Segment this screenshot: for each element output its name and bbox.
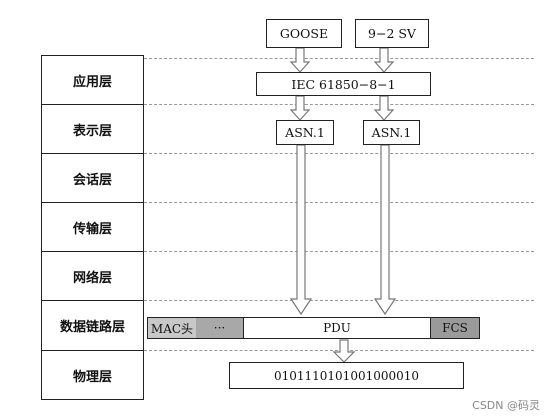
layer-data-link: 数据链路层	[42, 301, 143, 351]
layer-presentation: 表示层	[42, 105, 143, 154]
arrow-asn-left-to-pdu	[289, 144, 313, 316]
bit-stream-box: 0101110101001000010	[229, 362, 464, 389]
ellipsis-segment: ···	[196, 317, 243, 339]
dashed-separator	[144, 104, 534, 105]
arrow-iec-to-asn-right	[373, 95, 395, 121]
arrow-pdu-to-bits	[332, 339, 356, 363]
asn1-left-box: ASN.1	[276, 120, 334, 145]
dashed-separator	[144, 300, 534, 301]
watermark: CSDN @码灵	[472, 399, 540, 412]
mac-header-segment: MAC头	[147, 317, 197, 339]
layer-network: 网络层	[42, 252, 143, 301]
dashed-separator	[144, 251, 534, 252]
pdu-segment: PDU	[243, 317, 431, 339]
dashed-separator	[144, 202, 534, 203]
layer-session: 会话层	[42, 154, 143, 203]
layer-physical: 物理层	[72, 369, 112, 385]
arrow-iec-to-asn-left	[289, 95, 311, 121]
dashed-separator	[144, 350, 534, 351]
arrow-goose-to-iec	[289, 47, 311, 73]
dashed-separator	[144, 153, 534, 154]
iec-61850-box: IEC 61850−8−1	[256, 72, 431, 96]
sv-box: 9−2 SV	[355, 19, 429, 48]
layer-application: 应用层	[42, 56, 143, 105]
arrow-asn-right-to-pdu	[373, 144, 397, 316]
dashed-separator	[144, 58, 534, 59]
fcs-segment: FCS	[430, 317, 480, 339]
layer-transport: 传输层	[42, 203, 143, 252]
goose-box: GOOSE	[266, 19, 342, 48]
arrow-sv-to-iec	[373, 47, 395, 73]
asn1-right-box: ASN.1	[363, 120, 420, 145]
osi-layer-column: 应用层 表示层 会话层 传输层 网络层 数据链路层 物理层	[41, 55, 144, 400]
